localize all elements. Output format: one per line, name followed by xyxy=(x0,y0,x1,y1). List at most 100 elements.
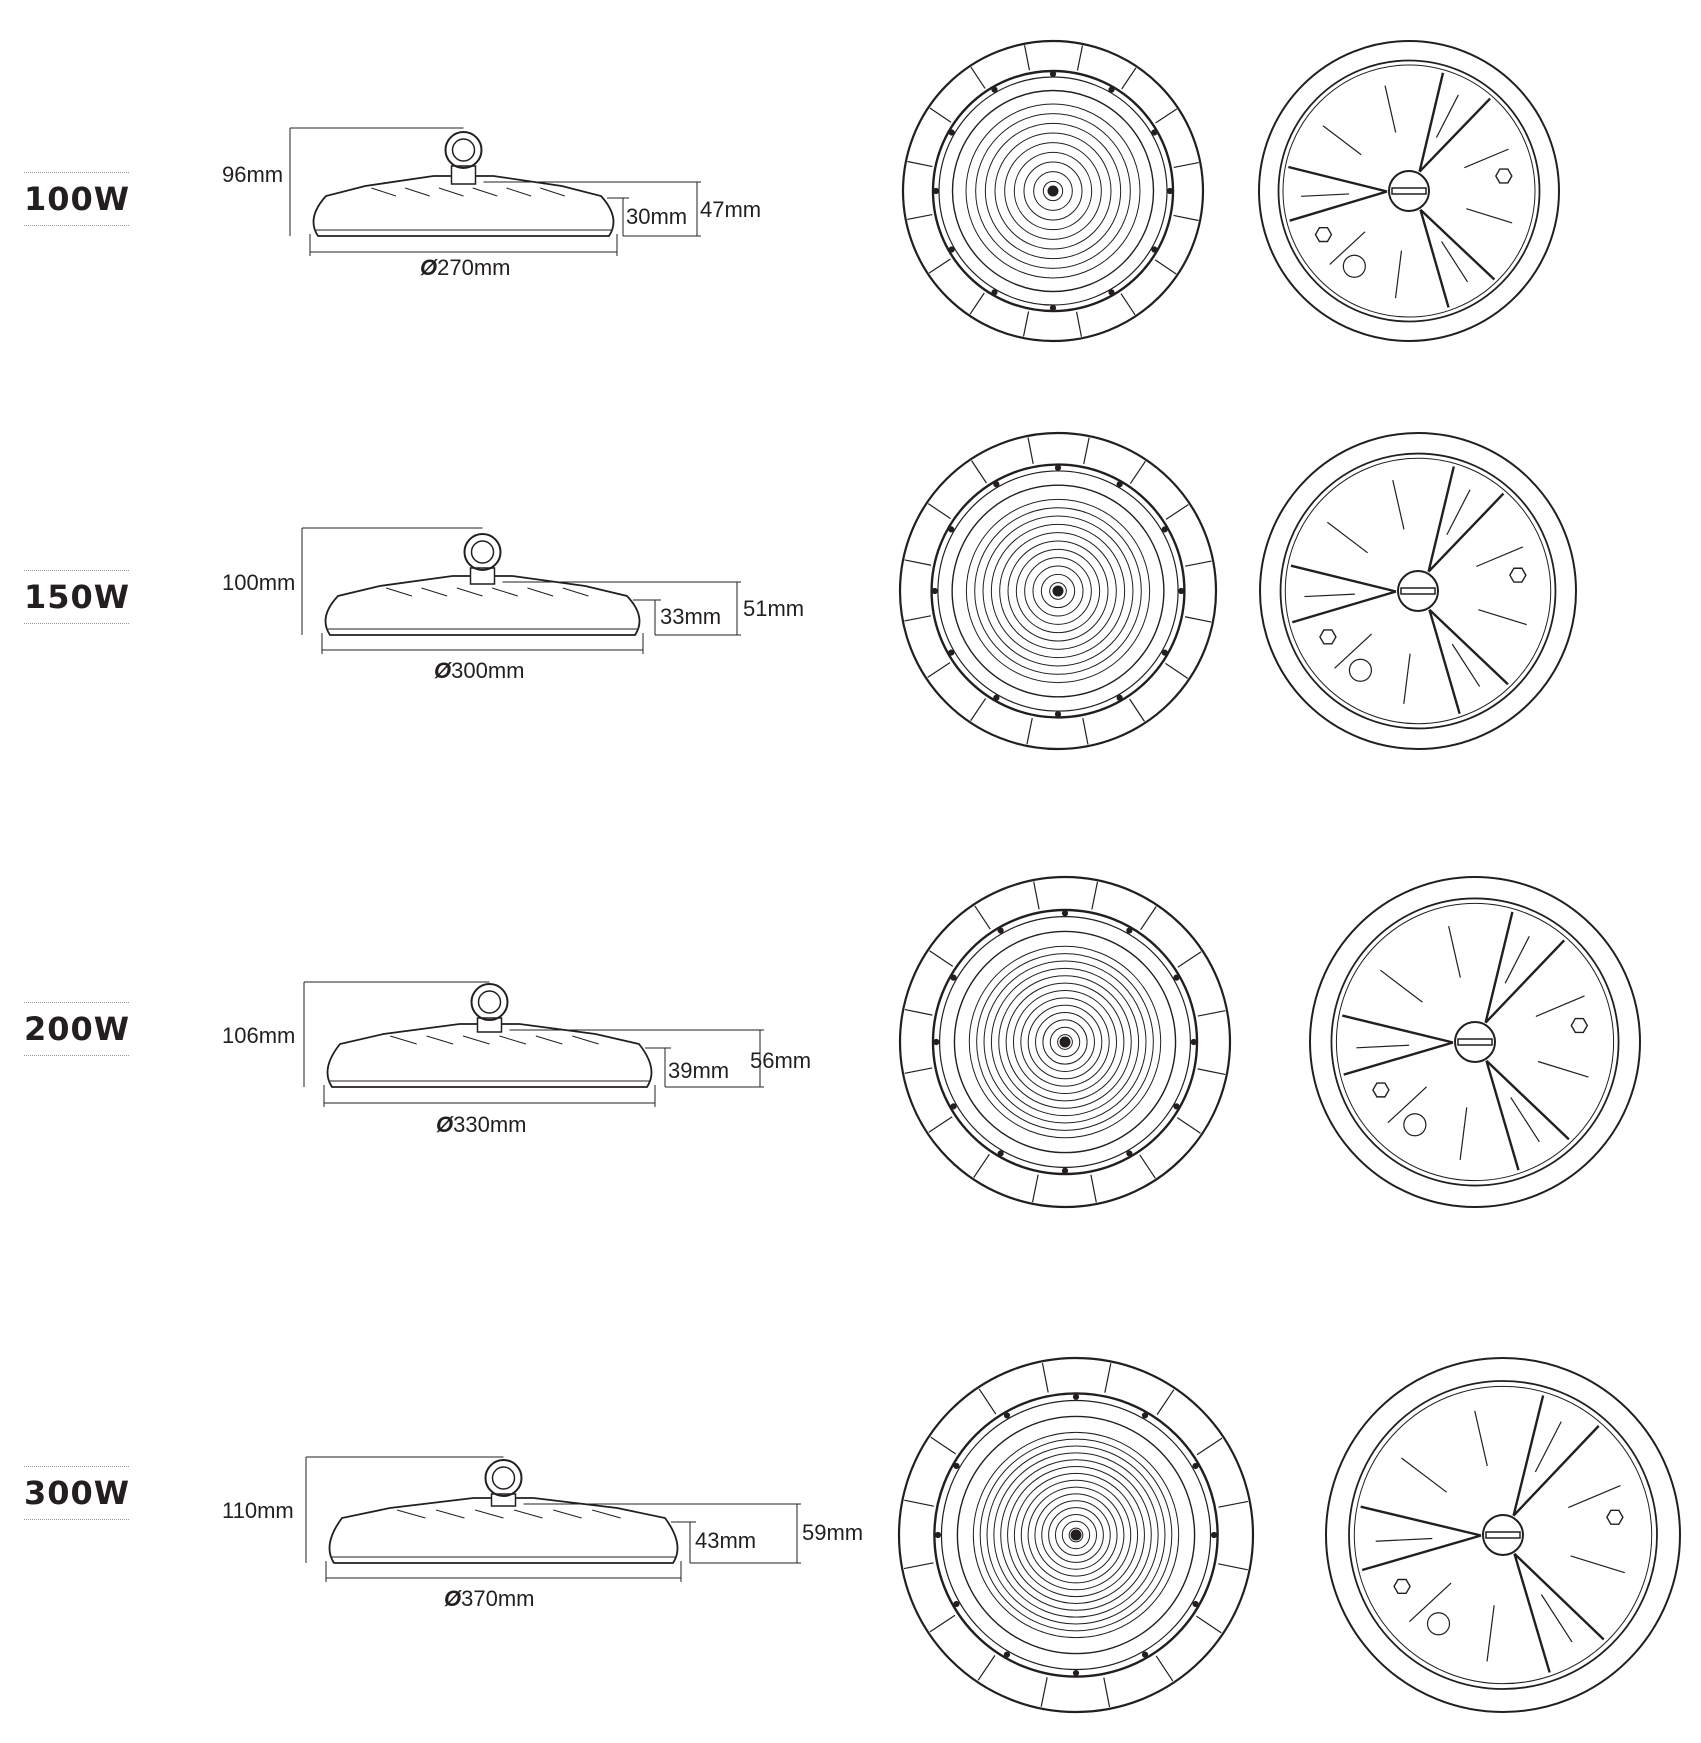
guard-rib xyxy=(1155,1655,1174,1682)
screw-icon xyxy=(1141,1651,1149,1658)
fresnel-ring xyxy=(999,532,1117,650)
back-driver-view-100w xyxy=(1258,40,1560,342)
body-height-label: 59mm xyxy=(802,1520,863,1545)
guard-rib xyxy=(928,258,951,274)
front-lens-view-200w xyxy=(898,875,1232,1209)
vent-hole-icon xyxy=(1426,1612,1451,1636)
guard-rib xyxy=(1197,1068,1226,1076)
inner-housing xyxy=(1279,452,1557,730)
spoke xyxy=(1401,1457,1447,1493)
fresnel-ring xyxy=(1005,982,1125,1102)
lamp-body-profile xyxy=(326,1023,653,1088)
screw-icon xyxy=(1192,1600,1199,1608)
eye-hook-hole xyxy=(470,540,495,564)
fresnel-ring xyxy=(975,113,1131,269)
spoke xyxy=(1510,1097,1540,1143)
spoke xyxy=(1535,995,1585,1017)
model-row-100w: 100W xyxy=(0,0,1701,380)
diameter-value: 300mm xyxy=(451,658,524,683)
screw-icon xyxy=(1072,1669,1080,1677)
inner-bezel xyxy=(930,463,1186,719)
spoke xyxy=(1384,85,1397,133)
fresnel-ring xyxy=(1007,540,1109,642)
inner-housing xyxy=(1277,59,1541,323)
lamp-body-profile xyxy=(324,575,641,636)
guard-rib xyxy=(970,698,987,722)
diameter-symbol: Ø xyxy=(436,1112,454,1137)
heatsink-fin xyxy=(438,187,464,197)
eye-hook-hole xyxy=(491,1466,516,1490)
outer-housing xyxy=(901,39,1205,343)
divider-bottom xyxy=(24,1519,129,1520)
lamp-height-label: 30mm xyxy=(626,204,687,229)
inner-bezel xyxy=(931,908,1199,1176)
inner-bezel xyxy=(933,1392,1219,1678)
hub xyxy=(1388,170,1430,212)
fresnel-ring xyxy=(1034,1493,1118,1577)
fin-arm xyxy=(1419,208,1496,308)
guard-rib xyxy=(1103,1677,1111,1708)
divider-bottom xyxy=(24,623,129,624)
fresnel-ring xyxy=(984,122,1122,260)
spoke xyxy=(1327,521,1369,554)
fresnel-ring xyxy=(1012,989,1118,1095)
heatsink-fin xyxy=(540,187,565,197)
hook-stem xyxy=(450,165,477,185)
fresnel-ring xyxy=(983,960,1147,1124)
heatsink-fin xyxy=(562,587,589,597)
fin-arm xyxy=(1360,1505,1482,1572)
guard-rib xyxy=(1196,1615,1222,1634)
spoke xyxy=(1387,1086,1427,1124)
hex-bolt-icon xyxy=(1319,629,1337,645)
inner-housing xyxy=(1348,1380,1658,1690)
guard-rib xyxy=(1027,437,1034,464)
screw-icon xyxy=(1166,187,1174,195)
guard-rib xyxy=(907,213,933,221)
guard-rib xyxy=(903,1562,934,1570)
guard-rib xyxy=(904,615,931,622)
back-driver-view-150w xyxy=(1259,432,1577,750)
spoke xyxy=(1379,969,1423,1003)
screw-icon xyxy=(1151,129,1158,136)
fin-arm xyxy=(1513,1552,1605,1673)
screw-icon xyxy=(1003,1412,1011,1419)
hex-bolt-icon xyxy=(1495,168,1513,184)
fresnel-ring xyxy=(1020,997,1110,1087)
hub xyxy=(1454,1021,1496,1063)
heatsink-fin xyxy=(514,1509,543,1519)
screw-icon xyxy=(1151,246,1158,253)
eye-hook-hole xyxy=(477,990,502,1014)
spoke xyxy=(1474,1410,1488,1467)
back-driver-view-300w xyxy=(1325,1357,1681,1713)
heatsink-fin xyxy=(456,587,483,597)
divider-bottom xyxy=(24,1055,129,1056)
guard-rib xyxy=(1173,214,1199,222)
guard-rib xyxy=(1075,311,1083,337)
fresnel-ring xyxy=(1054,1513,1098,1557)
spoke xyxy=(1464,148,1509,169)
inner-housing-edge xyxy=(1282,64,1536,318)
fin-arm xyxy=(1427,466,1505,573)
spoke xyxy=(1441,241,1469,283)
spoke xyxy=(1476,546,1524,568)
hub-bar xyxy=(1391,187,1427,195)
fin-arm xyxy=(1342,1014,1454,1076)
heatsink-fin xyxy=(386,587,413,597)
screw-icon xyxy=(993,694,1000,701)
heatsink-fin xyxy=(421,587,448,597)
hook-stem xyxy=(490,1493,517,1507)
hex-bolt-icon xyxy=(1570,1017,1589,1034)
heatsink-fin xyxy=(491,587,518,597)
screw-icon xyxy=(1192,1462,1199,1470)
fresnel-ring xyxy=(1013,1472,1139,1598)
inner-housing-edge xyxy=(1335,902,1615,1182)
lens-frame xyxy=(951,89,1155,293)
spoke xyxy=(1451,643,1481,687)
guard-rib xyxy=(927,662,951,678)
lens-frame xyxy=(951,484,1165,698)
screw-icon xyxy=(933,1038,940,1046)
fresnel-ring xyxy=(1049,1026,1081,1058)
screw-icon xyxy=(1126,927,1133,934)
